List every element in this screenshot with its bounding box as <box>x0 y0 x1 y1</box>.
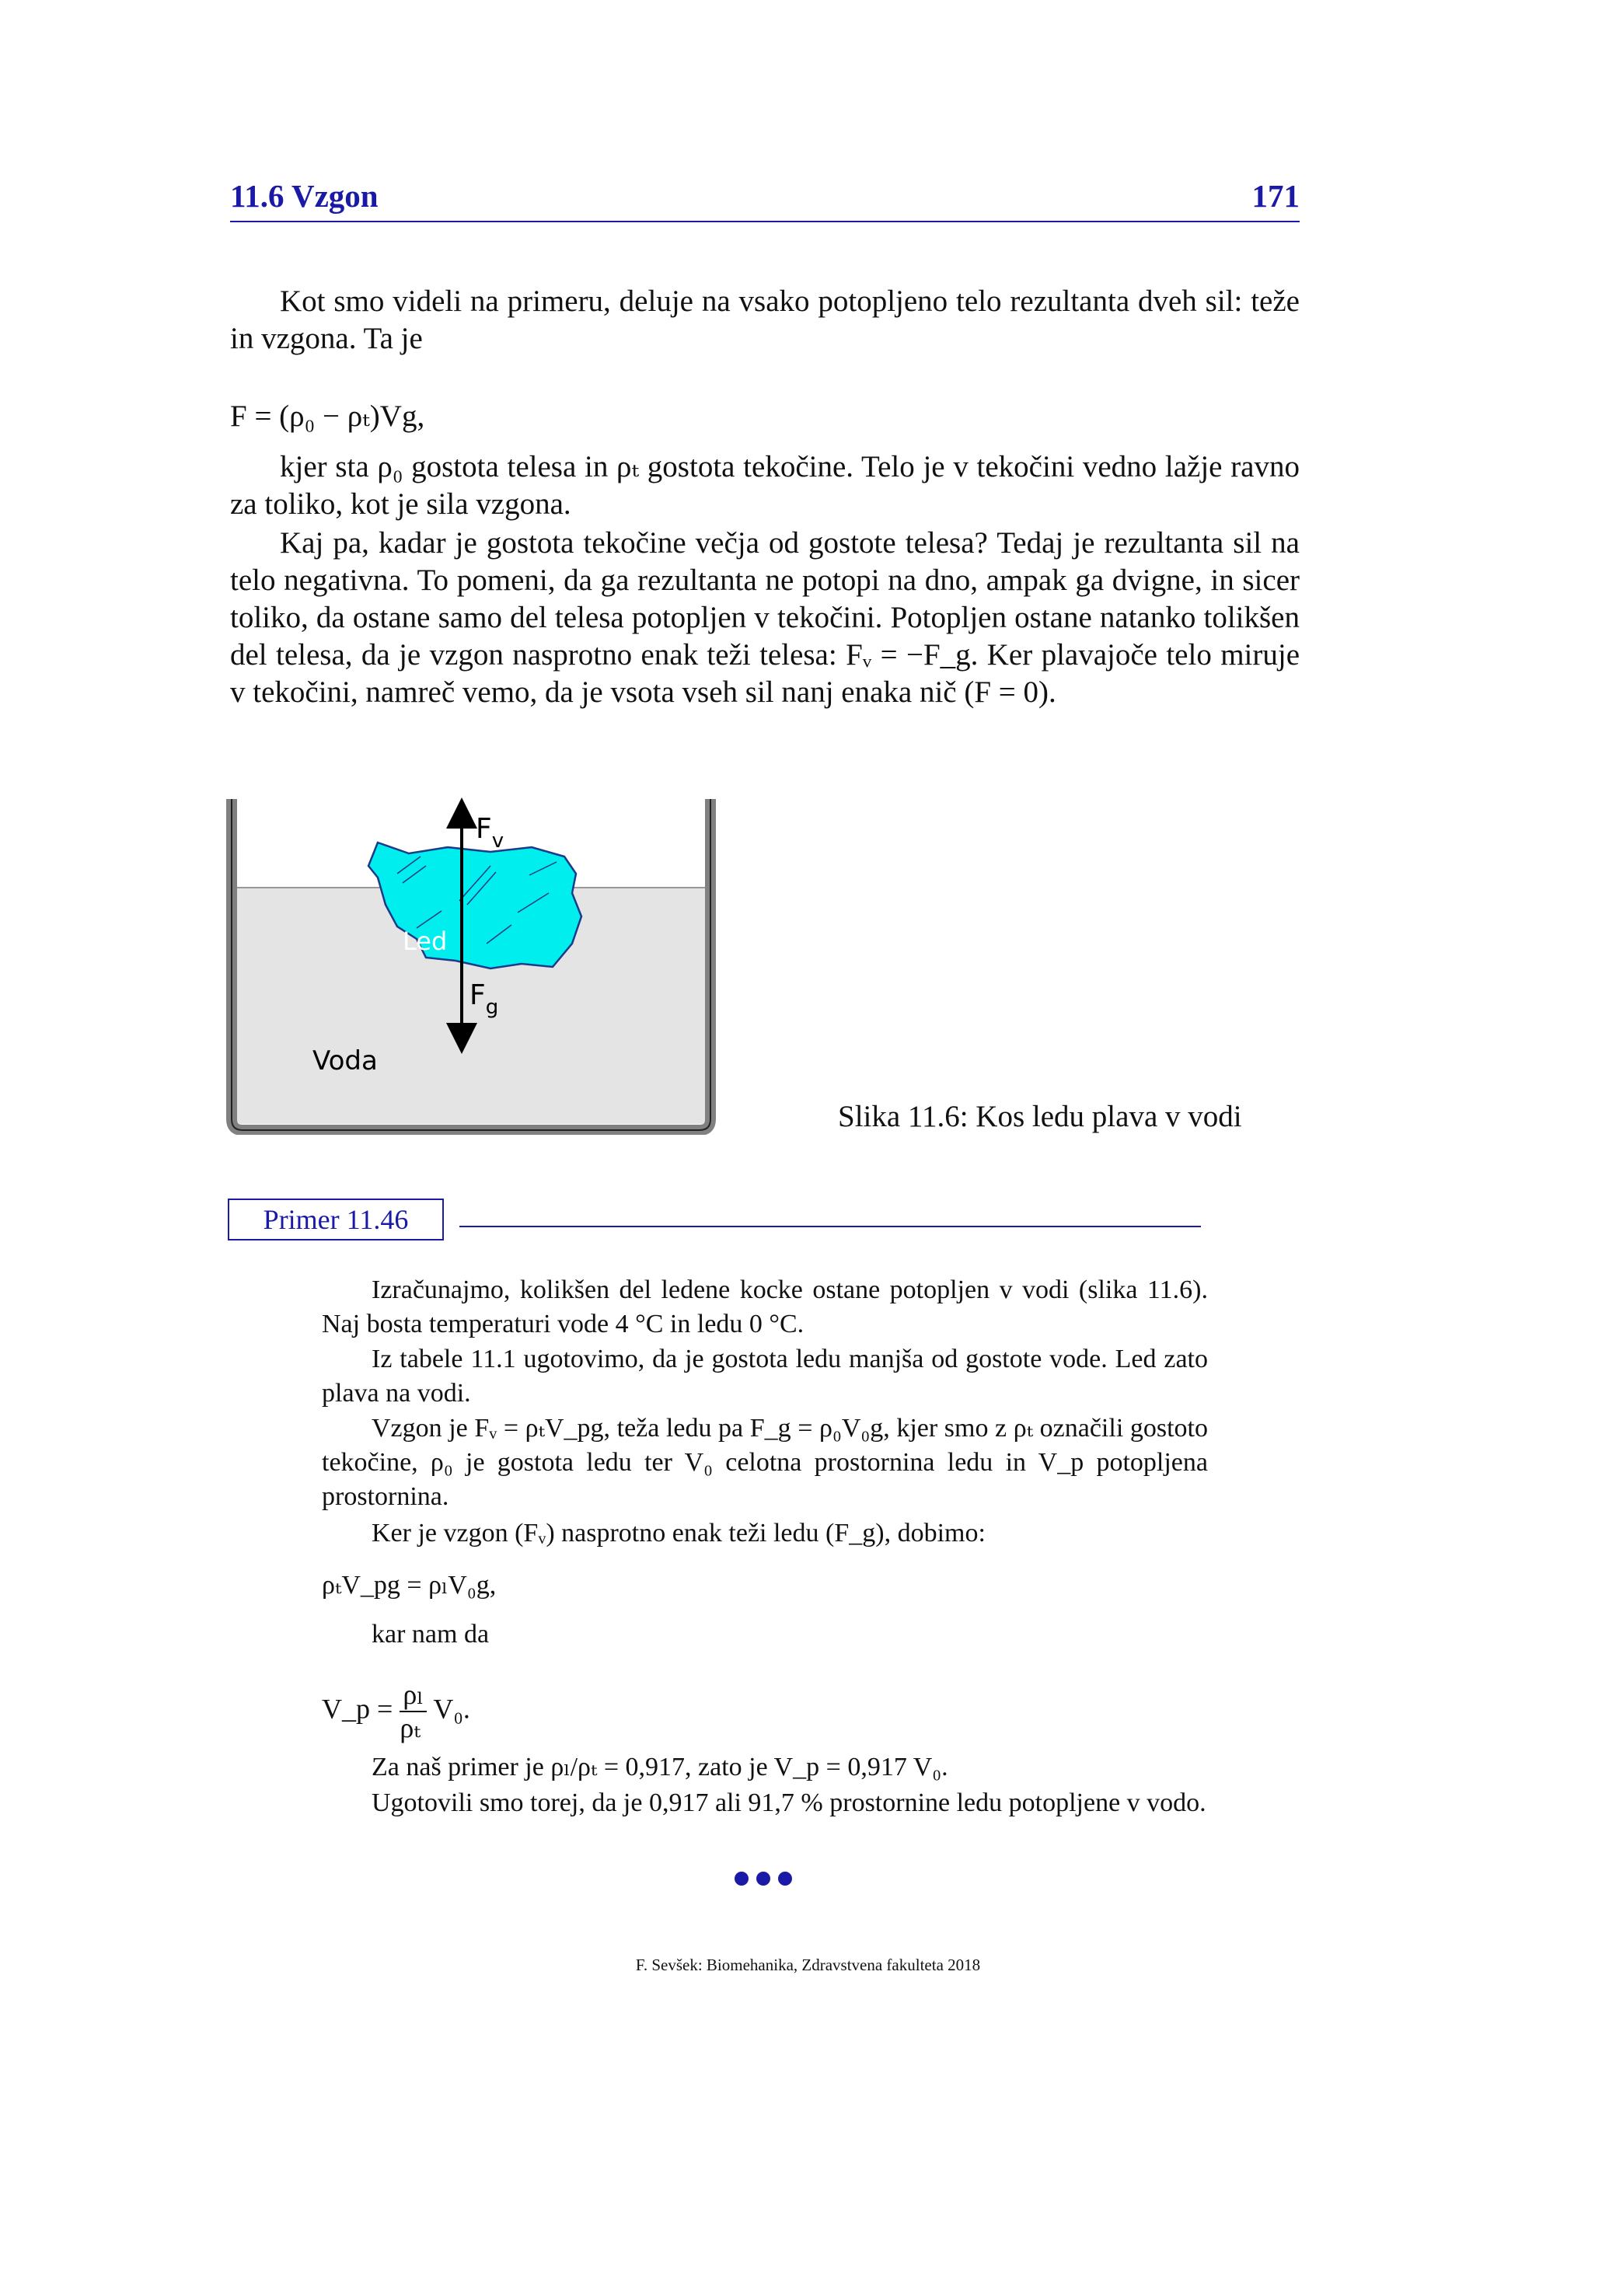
figure-caption: Slika 11.6: Kos ledu plava v vodi <box>838 1100 1242 1133</box>
ice-hatching <box>396 856 557 944</box>
example-paragraph-1: Izračunajmo, kolikšen del ledene kocke o… <box>322 1275 1208 1338</box>
water-label: Voda <box>312 1045 378 1076</box>
fg-label-sub: g <box>486 996 499 1019</box>
example-paragraph-5: kar nam da <box>372 1620 490 1649</box>
eq3-rhs: V₀. <box>433 1693 470 1725</box>
equation-resultant-force: F = (ρ₀ − ρₜ)Vg, <box>230 400 425 433</box>
page-footer: F. Sevšek: Biomehanika, Zdravstvena faku… <box>635 1956 981 1974</box>
header-rule <box>230 221 1300 222</box>
intro-paragraph-1: Kot smo videli na primeru, deluje na vsa… <box>230 284 1300 355</box>
fv-label-sub: v <box>492 829 504 853</box>
eq3-denominator: ρₜ <box>400 1712 421 1744</box>
example-paragraph-7: Ugotovili smo torej, da je 0,917 ali 91,… <box>372 1788 1206 1817</box>
example-paragraph-3: Vzgon je Fᵥ = ρₜV_pg, teža ledu pa F_g =… <box>322 1414 1208 1511</box>
equation-submerged-volume: V_p = ρₗ ρₜ V₀. <box>322 1679 1208 1745</box>
example-paragraph-6: Za naš primer je ρₗ/ρₜ = 0,917, zato je … <box>372 1753 948 1781</box>
section-title: 11.6 Vzgon <box>230 178 379 214</box>
water-region <box>235 888 707 1124</box>
fg-label: Fg <box>469 979 498 1019</box>
eq3-numerator: ρₗ <box>400 1679 428 1713</box>
end-of-example-dots <box>735 1872 792 1886</box>
eq3-lhs: V_p = <box>322 1693 393 1725</box>
fg-label-main: F <box>469 979 486 1011</box>
example-paragraph-4: Ker je vzgon (Fᵥ) nasprotno enak teži le… <box>372 1519 986 1548</box>
eq3-fraction: ρₗ ρₜ <box>400 1679 428 1745</box>
container-outline <box>231 799 711 1131</box>
fv-label: Fv <box>476 813 504 853</box>
page-number: 171 <box>1251 178 1300 214</box>
floating-ice-figure: Fv Led Fg Voda <box>226 797 716 1135</box>
intro-paragraph-2: kjer sta ρ₀ gostota telesa in ρₜ gostota… <box>230 450 1300 521</box>
fv-label-main: F <box>476 813 492 845</box>
example-paragraph-2: Iz tabele 11.1 ugotovimo, da je gostota … <box>322 1345 1208 1408</box>
equation-force-balance: ρₜV_pg = ρₗV₀g, <box>322 1571 497 1600</box>
ice-label: Led <box>403 926 447 956</box>
example-title-box: Primer 11.46 <box>228 1199 444 1240</box>
intro-paragraph-3: Kaj pa, kadar je gostota tekočine večja … <box>230 526 1300 709</box>
example-title-rule <box>459 1226 1201 1227</box>
ice-block <box>367 841 583 970</box>
